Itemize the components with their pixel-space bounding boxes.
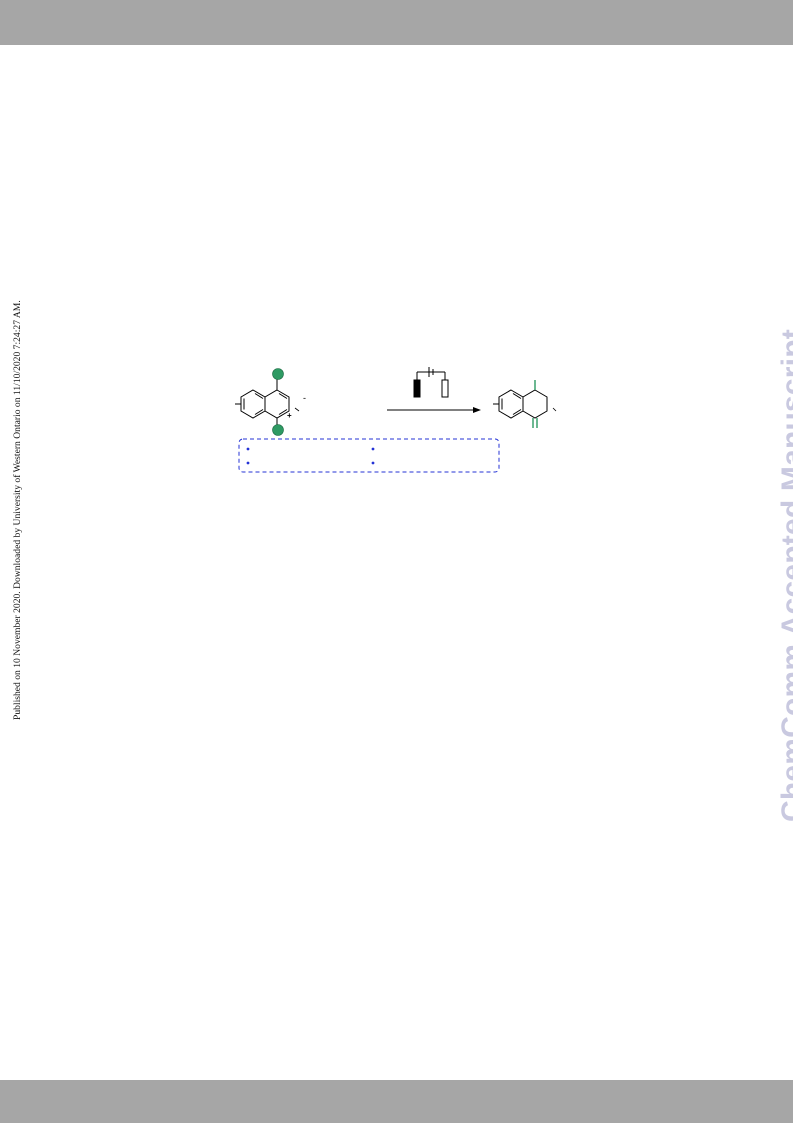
bullet-point: [371, 447, 375, 451]
substituent-sphere-top: [272, 368, 284, 380]
bullet-point: [246, 447, 250, 451]
reactant-charge-minus: -: [303, 393, 306, 403]
isoquinolinone-product-icon: [493, 389, 557, 419]
isoquinoline-reactant-icon: [235, 378, 300, 426]
features-box: [238, 438, 500, 473]
reaction-arrow-icon: [387, 407, 481, 413]
accepted-manuscript-watermark: ChemComm Accepted Manuscript: [776, 329, 793, 822]
reactant-charge-plus: +: [287, 411, 292, 420]
bullet-point: [371, 461, 375, 465]
bullet-point: [246, 461, 250, 465]
bottom-footer-bar: [0, 1080, 793, 1123]
electrochemical-cell-icon: [413, 367, 449, 398]
graphical-abstract-scheme: - +: [225, 360, 565, 480]
publication-note: Published on 10 November 2020. Downloade…: [12, 300, 23, 720]
substituent-sphere-bottom: [272, 424, 284, 436]
top-header-bar: [0, 0, 793, 45]
product-accent-bonds: [532, 380, 538, 428]
